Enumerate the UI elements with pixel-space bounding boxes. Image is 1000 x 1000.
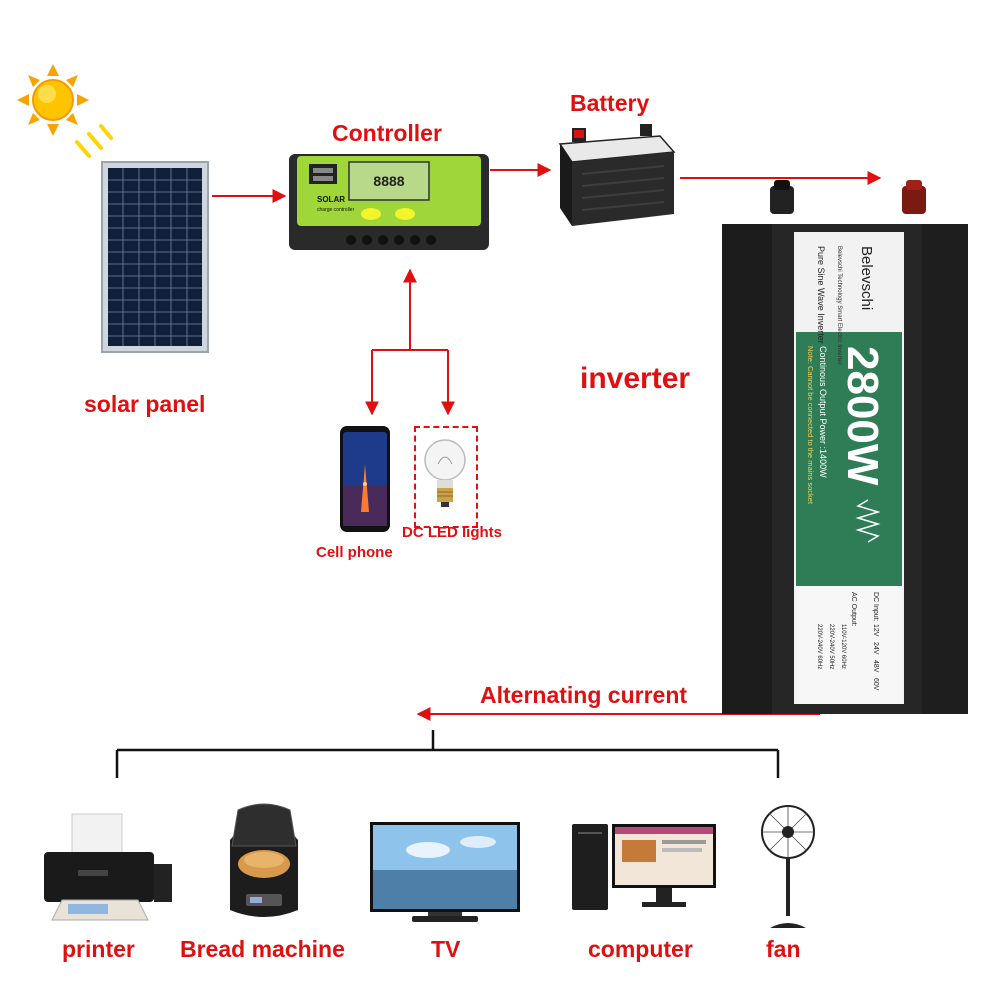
- dc-input-60v: 60V: [872, 678, 879, 691]
- computer-image: [572, 824, 716, 910]
- inverter-continuous: Continous Output Power :1400W: [818, 346, 828, 478]
- fan-image: [761, 805, 815, 928]
- dc-light-frame: [414, 426, 478, 528]
- controller-subtitle: charge controller: [317, 207, 355, 213]
- svg-text:8888: 8888: [373, 173, 404, 189]
- ac-output-220v-50: 220V-240V 50Hz: [828, 624, 834, 669]
- inverter-tagline: Belevschi Technology Smart Electric Inve…: [836, 246, 842, 365]
- battery-image: [558, 124, 676, 226]
- inverter-note: Note: Cannot be connected to the mains s…: [806, 346, 815, 505]
- dc-input-label: DC Input:: [872, 592, 879, 622]
- bread-machine-label: Bread machine: [180, 936, 345, 962]
- solar-panel-image: [101, 161, 209, 353]
- charge-controller-image: 8888 SOLAR charge controller: [289, 154, 489, 250]
- cell-phone-label: Cell phone: [316, 544, 393, 561]
- ac-output-label: AC Output:: [850, 592, 857, 627]
- tv-label: TV: [431, 936, 461, 962]
- cell-phone-image: [340, 426, 390, 532]
- controller-title: SOLAR: [317, 195, 345, 204]
- inverter-brand: Belevschi: [858, 246, 875, 310]
- inverter-image: Belevschi Belevschi Technology Smart Ele…: [722, 180, 968, 714]
- computer-label: computer: [588, 936, 693, 962]
- inverter-type: Pure Sine Wave Inverter: [816, 246, 826, 344]
- dc-input-48v: 48V: [872, 660, 879, 673]
- dc-input-24v: 24V: [872, 642, 879, 655]
- dc-led-lights-label: DC LED lights: [402, 524, 502, 541]
- solar-panel-label: solar panel: [84, 391, 206, 417]
- ac-output-220v-60: 220V-240V 60Hz: [816, 624, 822, 669]
- printer-label: printer: [62, 936, 135, 962]
- ac-output-110v: 110V-120V 60Hz: [840, 624, 846, 669]
- bread-machine-image: [230, 803, 298, 917]
- inverter-label: inverter: [580, 362, 691, 395]
- inverter-power: 2800W: [838, 346, 887, 486]
- sun-icon: [17, 64, 113, 158]
- fan-label: fan: [766, 936, 801, 962]
- tv-image: [370, 822, 520, 922]
- dc-input-12v: 12V: [872, 624, 879, 637]
- controller-label: Controller: [332, 120, 442, 146]
- sine-wave-icon: [855, 499, 881, 543]
- printer-image: [44, 813, 172, 921]
- battery-label: Battery: [570, 90, 650, 116]
- alternating-current-label: Alternating current: [480, 682, 688, 708]
- light-bulb-icon: [424, 439, 466, 507]
